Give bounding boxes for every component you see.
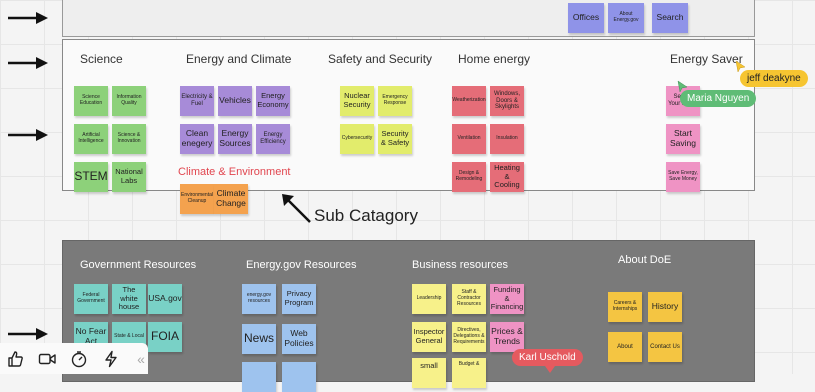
section-heading[interactable]: Government Resources (80, 259, 197, 271)
sticky-note[interactable]: Funding & Financing (490, 284, 524, 314)
reaction-toolbar: « (0, 343, 148, 374)
sticky-note[interactable]: Ventilation (452, 124, 486, 154)
sticky-note[interactable]: News (242, 324, 276, 354)
sticky-note[interactable]: About Energy.gov (608, 3, 644, 33)
section-heading[interactable]: Energy.gov Resources (246, 259, 357, 271)
sticky-note[interactable]: Windows, Doors & Skylights (490, 86, 524, 116)
arrow-icon (8, 55, 48, 71)
collaborator-cursor-label: Maria Nguyen (680, 90, 757, 107)
sticky-note[interactable]: Offices (568, 3, 604, 33)
nav-label[interactable]: Home energy (458, 52, 531, 66)
sticky-note[interactable]: Careers & Internships (608, 292, 642, 322)
sticky-note[interactable]: Clean enegery (180, 124, 214, 154)
sticky-note[interactable]: Directives, Delegations & Requirements (452, 322, 486, 352)
arrow-icon (8, 326, 48, 342)
nav-label[interactable]: Science (80, 52, 123, 66)
sticky-note[interactable]: Federal Government (74, 284, 108, 314)
sticky-note[interactable]: Energy Economy (256, 86, 290, 116)
sticky-note[interactable]: STEM (74, 162, 108, 192)
sticky-note[interactable]: Leadership (412, 284, 446, 314)
sticky-note[interactable]: Inspector General (412, 322, 446, 352)
cursor-pointer-icon (735, 60, 746, 72)
thumbs-up-icon[interactable] (6, 350, 24, 368)
sticky-note[interactable]: Privacy Program (282, 284, 316, 314)
sticky-note[interactable]: Energy Sources (218, 124, 252, 154)
sticky-note[interactable]: Science & Innovation (112, 124, 146, 154)
collapse-icon[interactable]: « (137, 350, 145, 367)
sticky-note[interactable]: Start Saving (666, 124, 700, 154)
sticky-note[interactable]: Science Education (74, 86, 108, 116)
cursor-pointer-icon (545, 366, 555, 373)
collaborator-cursor-label: Karl Uschold (512, 349, 583, 366)
sticky-note[interactable]: Nuclear Security (340, 86, 374, 116)
sticky-note[interactable]: Heating & Cooling (490, 162, 524, 192)
lightning-icon[interactable] (102, 350, 120, 368)
sticky-note[interactable]: USA.gov (148, 284, 182, 314)
sticky-note[interactable]: Artificial Intelligence (74, 124, 108, 154)
video-icon[interactable] (38, 350, 56, 368)
sticky-note[interactable]: Information Quality (112, 86, 146, 116)
sticky-note[interactable]: About (608, 332, 642, 362)
sticky-note[interactable]: Energy Efficiency (256, 124, 290, 154)
collaborator-cursor-label: jeff deakyne (740, 70, 808, 87)
sticky-note[interactable]: Insulation (490, 124, 524, 154)
sticky-note[interactable]: Vehicles (218, 86, 252, 116)
sticky-note[interactable]: National Labs (112, 162, 146, 192)
sticky-note[interactable]: Emergency Response (378, 86, 412, 116)
nav-label[interactable]: Energy and Climate (186, 52, 292, 66)
nav-frame[interactable] (62, 39, 755, 81)
annotation-text[interactable]: Sub Catagory (314, 206, 418, 225)
sticky-note[interactable]: Cybersecurity (340, 124, 374, 154)
nav-label[interactable]: Energy Saver (670, 52, 743, 66)
sticky-note[interactable]: History (648, 292, 682, 322)
sticky-note[interactable] (282, 362, 316, 392)
nav-label[interactable]: Safety and Security (328, 52, 433, 66)
timer-icon[interactable] (70, 350, 88, 368)
sticky-note[interactable]: FOIA (148, 322, 182, 352)
sticky-note[interactable]: Weatherization (452, 86, 486, 116)
sticky-note[interactable]: Environmental Cleanup (180, 184, 214, 214)
sticky-note[interactable]: Staff & Contractor Resources (452, 284, 486, 314)
sticky-note[interactable]: Prices & Trends (490, 322, 524, 352)
sticky-note[interactable]: The white house (112, 284, 146, 314)
arrow-icon (8, 10, 48, 26)
sticky-note[interactable]: small (412, 358, 446, 388)
sticky-note[interactable]: Electricity & Fuel (180, 86, 214, 116)
sticky-note[interactable]: Search (652, 3, 688, 33)
subcategory-label[interactable]: Climate & Environment (178, 166, 291, 178)
sticky-note[interactable]: Security & Safety (378, 124, 412, 154)
section-heading[interactable]: Business resources (412, 259, 508, 271)
sticky-note[interactable]: Contact Us (648, 332, 682, 362)
annotation-arrow-icon (282, 194, 311, 223)
arrow-icon (8, 127, 48, 143)
sticky-note[interactable]: Save Energy, Save Money (666, 162, 700, 192)
sticky-note[interactable]: Web Policies (282, 324, 316, 354)
sticky-note[interactable] (242, 362, 276, 392)
cursor-pointer-icon (677, 80, 688, 92)
section-heading[interactable]: About DoE (618, 254, 672, 266)
sticky-note[interactable]: Budget & (452, 358, 486, 388)
sticky-note[interactable]: energy.gov resources (242, 284, 276, 314)
sticky-note[interactable]: Climate Change (214, 184, 248, 214)
sticky-note[interactable]: Design & Remodeling (452, 162, 486, 192)
